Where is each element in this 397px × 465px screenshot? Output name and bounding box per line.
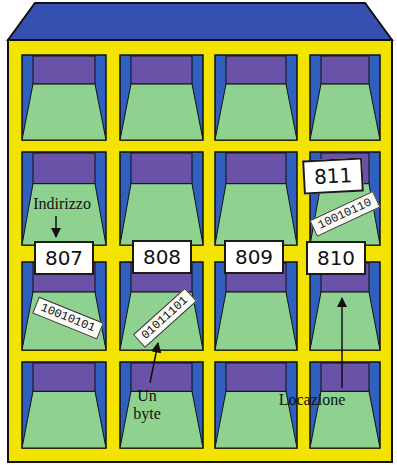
memory-cell [310,55,380,140]
address-card: 809 [224,240,284,274]
address-card: 807 [34,241,94,275]
cell-side [215,152,297,245]
memory-cell [120,55,203,140]
cell-floor [22,84,106,140]
cell-floor [215,184,297,245]
roof [8,3,392,40]
memory-cell [215,262,297,350]
cell-side [120,152,203,245]
cabinet-frame [8,40,392,462]
cell-back [321,363,369,391]
cell-side [310,262,380,350]
memory-cell [215,152,297,245]
cell-floor [22,292,106,350]
cell-side [22,152,106,245]
cell-back [131,153,192,184]
cell-floor [120,84,203,140]
cell-side [310,55,380,140]
memory-cell [120,262,203,350]
location-label: Locazione [279,391,346,409]
cell-back [226,363,286,391]
address-label: Indirizzo [33,195,91,213]
cell-back [321,56,369,84]
cell-side [215,262,297,350]
memory-cell [120,362,203,448]
memory-cell [310,152,380,245]
cell-floor [215,292,297,350]
leader-line [55,216,57,237]
cell-side [120,362,203,448]
node-text: 811 [313,163,352,189]
leader-line [341,298,343,388]
cell-side [120,55,203,140]
memory-cell [22,152,106,245]
cell-floor [215,84,297,140]
memory-cell [310,262,380,350]
cell-side [22,262,106,350]
node-text: 808 [143,245,181,269]
cell-side [310,152,380,245]
cell-side [120,262,203,350]
cell-back [33,363,95,391]
node-text: 809 [235,245,273,269]
address-card: 810 [306,241,366,275]
cell-floor [22,391,106,448]
cell-back [226,56,286,84]
cell-floor [120,391,203,448]
memory-cell [120,152,203,245]
memory-cell [215,55,297,140]
cell-floor [120,184,203,245]
node-text: 807 [45,246,83,270]
cell-side [215,55,297,140]
memory-cell [22,362,106,448]
cell-back [33,56,95,84]
address-card: 808 [132,240,192,274]
cell-side [22,362,106,448]
leader-line [150,343,158,383]
node-text: 810 [317,246,355,270]
memory-cell [22,55,106,140]
cell-back [33,153,95,184]
cell-back [131,56,192,84]
memory-cell [22,262,106,350]
cell-side [22,55,106,140]
byte-label: Un byte [127,387,167,423]
cell-back [226,153,286,184]
cell-floor [310,292,380,350]
cell-floor [310,84,380,140]
cell-floor [22,184,106,245]
address-card: 811 [302,157,364,194]
